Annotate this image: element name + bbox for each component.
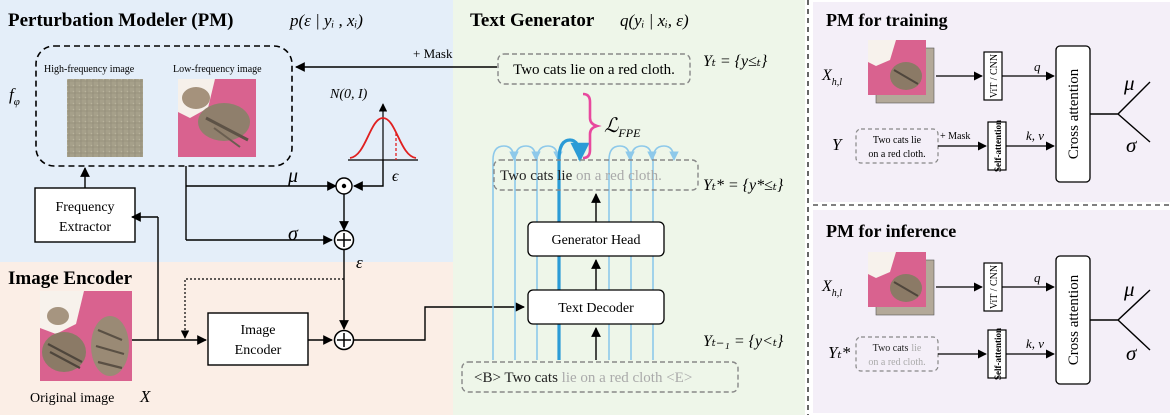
training-mu: μ [1123,71,1135,95]
text-decoder-label: Text Decoder [558,301,634,316]
training-image-stack [868,40,935,104]
training-mask-label: + Mask [940,131,970,142]
epsilon-feedback-dotted [180,278,344,339]
add-operator-bottom-plus [337,333,351,347]
inference-caption-line2: on a red cloth. [868,357,925,368]
input-sequence-box [461,361,739,393]
inference-y-label: Yₜ* [828,343,851,362]
training-sigma: σ [1126,133,1138,157]
training-output-fork [1090,81,1151,143]
mu-symbol: μ [287,165,298,187]
y-star-label: Yₜ* = {y*≤ₜ} [703,177,784,194]
image-encoder-box [207,312,309,366]
training-y-label: Y [832,135,843,154]
pm-formula: p(ε | yᵢ , xᵢ) [289,11,363,30]
image-encoder-line1: Image [241,323,276,338]
pm-training-title: PM for training [826,10,948,30]
epsilon-sample-symbol: ϵ [392,168,399,185]
generator-head-box [527,221,665,257]
training-caption-line1: Two cats lie [873,135,922,146]
target-sentence-box [497,53,691,85]
textgen-region [453,0,805,415]
low-frequency-image [178,79,256,157]
multiply-dot [341,183,347,189]
epsilon-symbol: ε [356,253,363,272]
inference-sigma: σ [1126,341,1138,365]
training-x-label: Xh,l [821,67,842,88]
decoder-loop-arrows [492,145,679,360]
training-kv-label: k, v [1026,128,1044,143]
textgen-formula: q(yᵢ | xᵢ, ε) [620,11,689,30]
training-q-label: q [1034,59,1041,74]
training-caption-line2: on a red cloth. [868,149,925,160]
add-operator-top-plus [337,233,351,247]
training-vit-label: ViT / CNN [989,54,1000,98]
target-sentence: Two cats lie on a red cloth. [513,62,675,78]
pm-training-region [813,2,1170,202]
input-sequence: <B> Two cats lie on a red cloth <E> [474,370,692,386]
sum-to-decoder-arrow [354,302,525,341]
frequency-images-box [35,45,293,167]
normal-distribution-label: N(0, I) [329,87,368,102]
original-image [40,291,132,381]
text-decoder-box [527,289,665,325]
inference-self-attention-label: Self-attention [993,328,1003,380]
inference-output-fork [1090,289,1151,351]
textgen-title: Text Generator [470,10,595,31]
sigma-symbol: σ [288,223,299,245]
low-frequency-label: Low-frequency image [173,64,262,75]
generator-head-label: Generator Head [551,233,640,248]
epsilon-arrow [353,160,384,191]
x-symbol: X [139,387,151,406]
frequency-extractor-line2: Extractor [59,220,111,235]
inference-cross-attention-label: Cross attention [1066,274,1082,365]
y-target-label: Yₜ = {y≤ₜ} [703,53,768,70]
f-phi-label: fφ [9,85,20,108]
inference-x-label: Xh,l [821,278,842,299]
inference-image-stack [868,252,935,316]
inference-kv-label: k, v [1026,336,1044,351]
training-cross-attention-label: Cross attention [1066,68,1082,159]
training-self-attention-label: Self-attention [993,120,1003,172]
inference-mu: μ [1123,277,1135,301]
current-token-arrow [557,138,590,360]
encoder-title: Image Encoder [8,268,133,289]
pm-title: Perturbation Modeler (PM) [8,10,233,31]
predicted-sentence: Two cats lie on a red cloth. [500,168,662,184]
loss-label: ℒFPE [604,115,641,140]
image-encoder-line2: Encoder [235,343,282,358]
inference-vit-label: ViT / CNN [989,265,1000,309]
y-prev-label: Yₜ₋₁ = {y<ₜ} [703,333,784,350]
predicted-sentence-box [493,159,699,191]
high-frequency-label: High-frequency image [44,64,135,75]
high-frequency-image [67,79,143,157]
inference-q-label: q [1034,270,1041,285]
mask-label: + Mask [413,46,453,61]
pm-inference-title: PM for inference [826,221,956,241]
original-image-label: Original image [30,391,114,406]
frequency-extractor-box [34,187,136,243]
frequency-extractor-line1: Frequency [55,200,114,215]
loss-brace [582,92,602,160]
